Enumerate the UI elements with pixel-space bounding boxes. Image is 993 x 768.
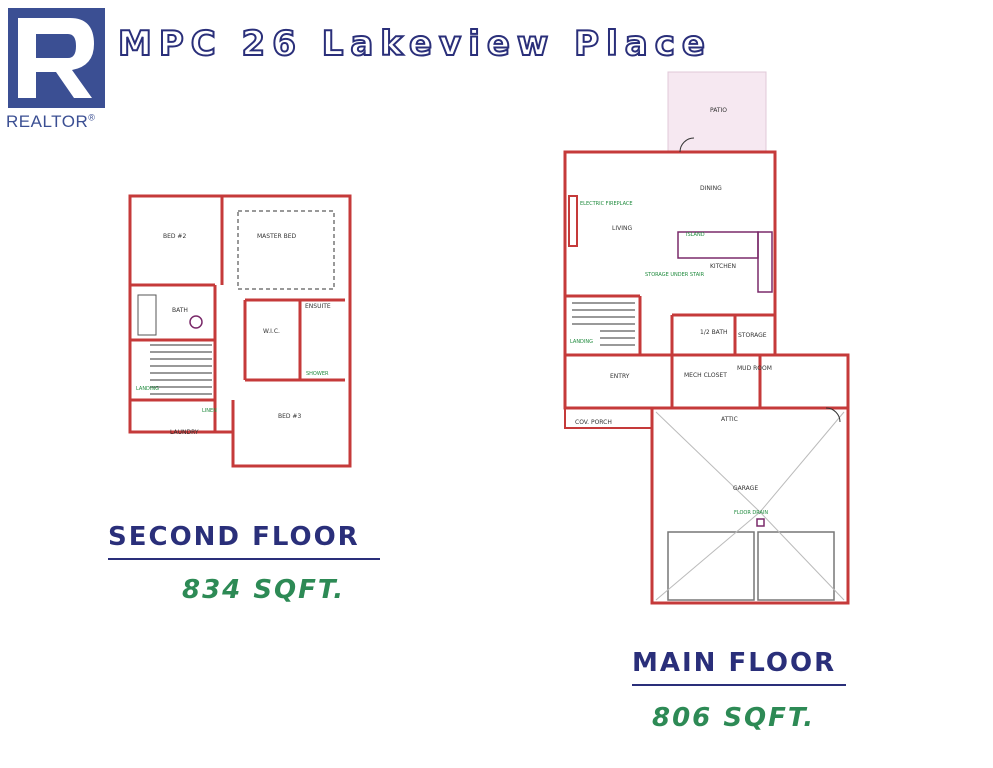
room-island: ISLAND <box>686 232 705 238</box>
room-linen: LINEN <box>202 408 217 414</box>
master-tray-ceiling <box>237 210 335 290</box>
room-patio: PATIO <box>710 107 727 114</box>
room-attic: ATTIC <box>721 416 738 423</box>
room-garage: GARAGE <box>733 485 758 492</box>
fireplace-icon <box>568 195 578 247</box>
room-bed3: BED #3 <box>278 413 301 420</box>
room-kitchen: KITCHEN <box>710 263 736 270</box>
room-mud: MUD ROOM <box>737 365 772 372</box>
realtor-logo-mark <box>8 8 105 108</box>
realtor-logo-text: REALTOR® <box>6 112 96 131</box>
room-bath: BATH <box>172 307 188 314</box>
second-floor-label: SECOND FLOOR <box>108 522 360 552</box>
sink-icon <box>189 315 203 329</box>
floor-drain-icon <box>756 518 765 527</box>
room-floor-drain: FLOOR DRAIN <box>734 510 768 516</box>
covered-porch <box>564 407 653 429</box>
bathtub-icon <box>137 294 157 336</box>
room-ensuite: ENSUITE <box>305 303 331 310</box>
room-laundry: LAUNDRY <box>170 429 199 436</box>
second-floor-stairs <box>150 344 212 395</box>
main-floor-sqft: 806 SQFT. <box>652 703 816 733</box>
garage-slope-lines <box>655 411 845 601</box>
second-floor-plan <box>128 194 352 468</box>
page-title: MPC 26 Lakeview Place <box>117 23 712 65</box>
room-shower: SHOWER <box>306 371 329 377</box>
second-floor-sqft: 834 SQFT. <box>182 575 346 605</box>
room-landing-2f: LANDING <box>136 386 159 392</box>
main-floor-stairs <box>572 302 635 346</box>
room-entry: ENTRY <box>610 373 630 380</box>
room-bed2: BED #2 <box>163 233 186 240</box>
room-cov-porch: COV. PORCH <box>575 419 612 426</box>
room-mech: MECH CLOSET <box>684 372 727 379</box>
main-floor-underline <box>632 684 846 686</box>
patio-door-icon <box>679 137 695 153</box>
room-dining: DINING <box>700 185 722 192</box>
garage-door-left <box>667 531 755 601</box>
room-half-bath: 1/2 BATH <box>700 329 728 336</box>
room-living: LIVING <box>612 225 632 232</box>
garage-side-door-icon <box>825 407 841 423</box>
main-floor-label: MAIN FLOOR <box>632 648 837 678</box>
room-storage-stair: STORAGE UNDER STAIR <box>645 272 705 278</box>
patio-area <box>667 71 767 153</box>
room-landing-main: LANDING <box>570 339 593 345</box>
realtor-r-icon <box>18 18 94 98</box>
second-floor-underline <box>108 558 380 560</box>
kitchen-counter <box>757 231 773 293</box>
room-storage: STORAGE <box>738 332 767 339</box>
room-master: MASTER BED <box>257 233 297 240</box>
garage-door-right <box>757 531 835 601</box>
room-fireplace: ELECTRIC FIREPLACE <box>580 201 633 207</box>
room-wic: W.I.C. <box>263 328 280 335</box>
